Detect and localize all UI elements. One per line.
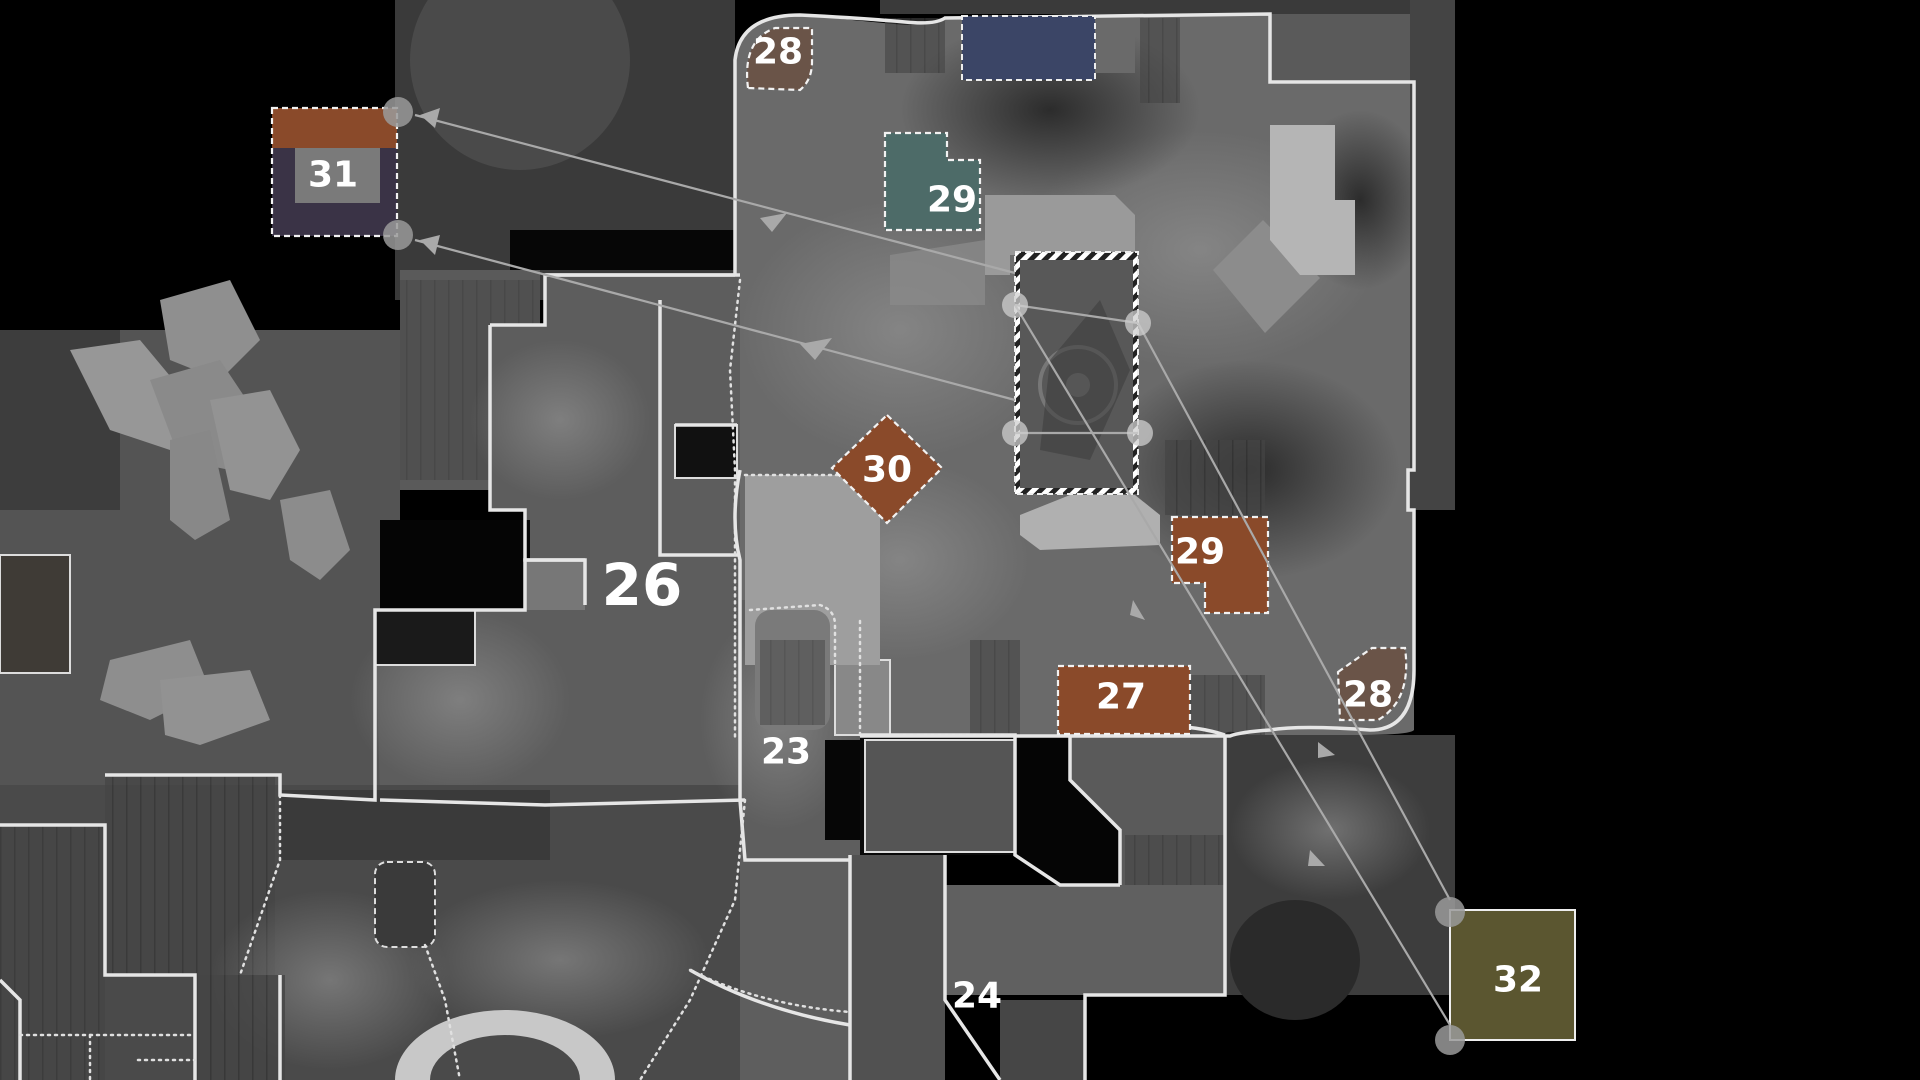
- crate-28-top[interactable]: [746, 26, 814, 92]
- label-29-right: 29: [1175, 532, 1225, 573]
- crate-30[interactable]: [830, 413, 944, 525]
- arrow-head: [420, 108, 440, 128]
- label-28-bottom: 28: [1343, 675, 1393, 716]
- label-28-top: 28: [753, 32, 803, 73]
- label-31: 31: [308, 155, 358, 196]
- crate-27[interactable]: [1056, 664, 1192, 736]
- label-27: 27: [1096, 677, 1146, 718]
- crate-28-bottom[interactable]: [1336, 646, 1408, 722]
- crate-31[interactable]: [270, 106, 399, 238]
- left-outdoor-area: [0, 280, 400, 790]
- arrow-head: [1318, 742, 1335, 758]
- lower-left-rooms: [0, 775, 760, 1080]
- label-29-top: 29: [927, 180, 977, 221]
- label-26: 26: [602, 551, 683, 619]
- label-24: 24: [952, 976, 1002, 1017]
- arrow-head: [1308, 850, 1325, 866]
- crate-29-right[interactable]: [1170, 515, 1270, 615]
- blue-crate[interactable]: [961, 15, 1096, 81]
- arrow-head: [800, 338, 832, 360]
- central-building-outline: [1014, 251, 1139, 495]
- label-32: 32: [1493, 960, 1543, 1001]
- label-30: 30: [862, 450, 912, 491]
- arrow-head: [760, 213, 787, 232]
- arrow-head: [420, 235, 440, 255]
- main-building-outline: [733, 12, 1416, 738]
- sightline-arrows: [383, 97, 1465, 1055]
- arrow-head: [1130, 600, 1145, 620]
- label-23: 23: [761, 732, 811, 773]
- room-26-area: [350, 275, 740, 800]
- interior-structures: [745, 18, 1355, 735]
- crate-29-top[interactable]: [883, 131, 982, 232]
- crate-32[interactable]: [1449, 909, 1576, 1041]
- room-26-right-wall: [733, 469, 742, 800]
- top-strip: [880, 0, 1455, 510]
